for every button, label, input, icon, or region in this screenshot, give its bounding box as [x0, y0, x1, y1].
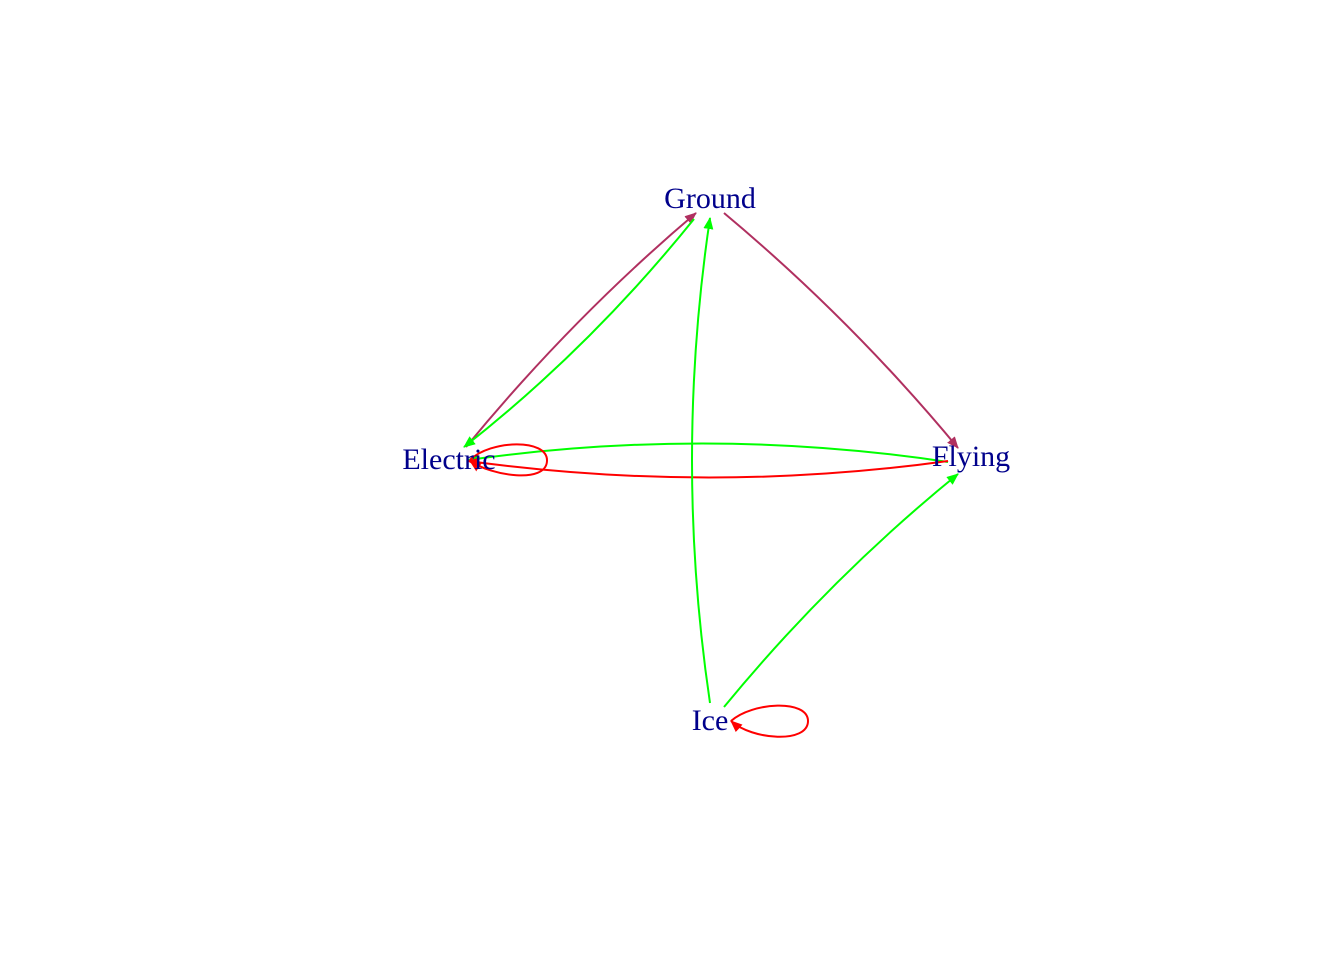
node-ice: Ice: [692, 704, 729, 737]
edge-electric-self-loop: [469, 443, 549, 477]
edge-ground-to-electric: [463, 218, 695, 448]
edge-ice-to-ground: [691, 217, 714, 704]
nodes-layer: Ground Electric Flying Ice: [402, 182, 1010, 737]
edge-ground-to-flying: [723, 212, 959, 449]
node-electric: Electric: [402, 443, 495, 476]
edges-layer: [463, 212, 959, 738]
node-flying: Flying: [932, 440, 1010, 473]
edge-electric-to-ground: [465, 212, 697, 448]
edge-ice-to-flying: [723, 473, 959, 708]
edge-flying-to-electric-green: [467, 442, 949, 464]
edge-flying-to-electric-red: [467, 457, 949, 479]
edge-ice-self-loop: [730, 704, 810, 738]
node-ground: Ground: [664, 182, 756, 215]
